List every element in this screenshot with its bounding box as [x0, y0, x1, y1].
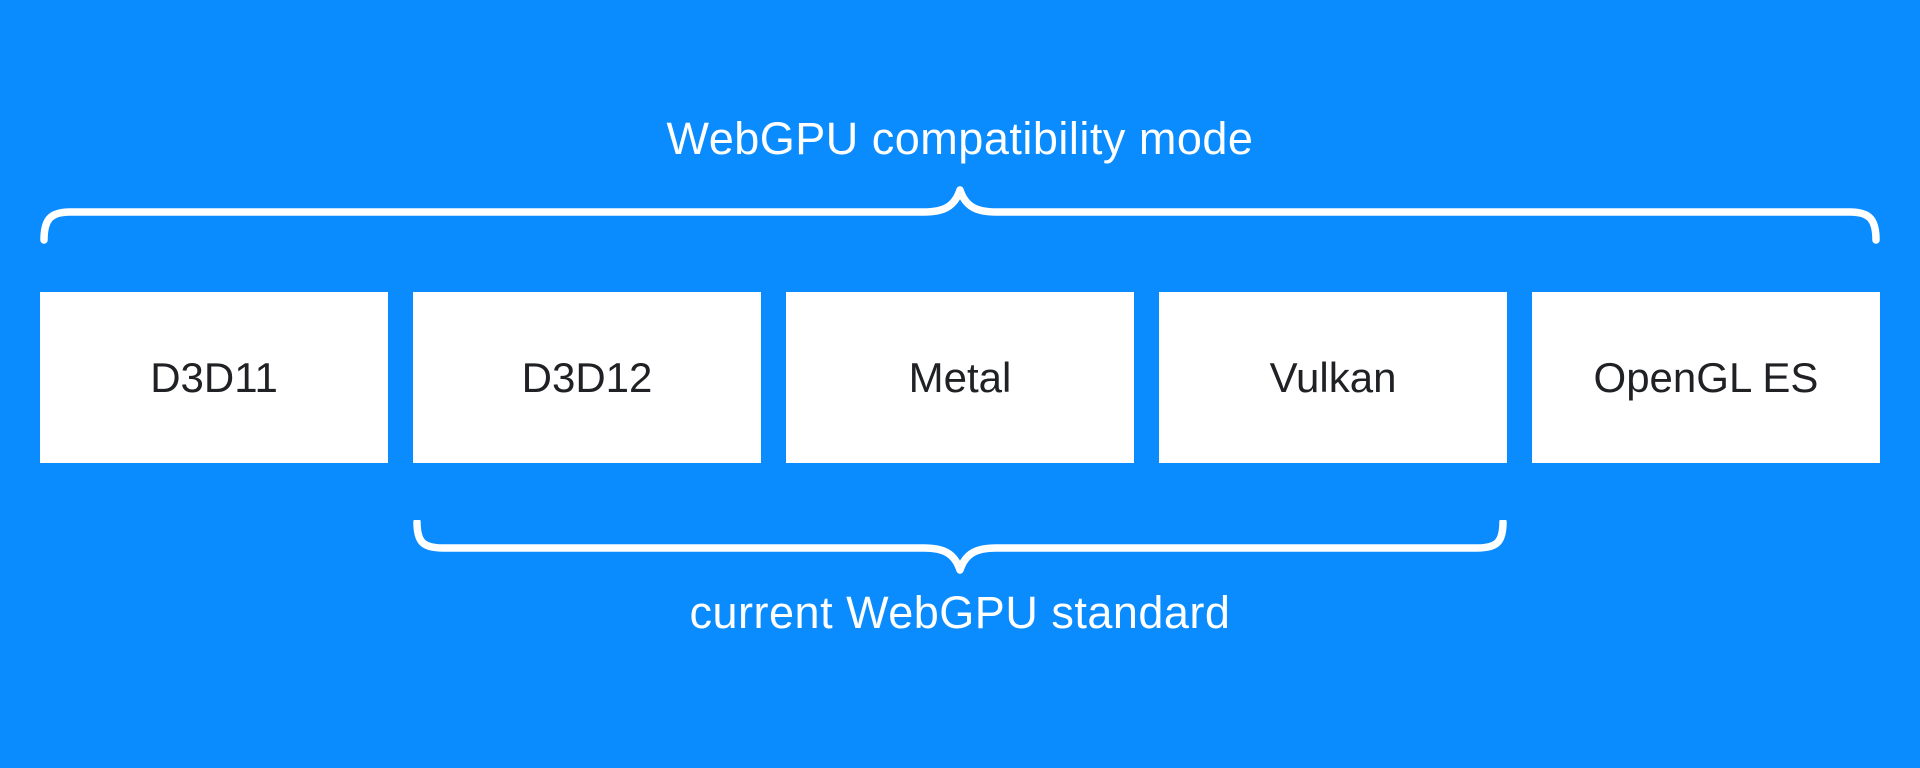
api-box-label: OpenGL ES: [1593, 353, 1819, 401]
api-box-vulkan: Vulkan: [1159, 292, 1507, 463]
bottom-brace: [413, 520, 1507, 574]
api-box-d3d12: D3D12: [413, 292, 761, 463]
api-box-metal: Metal: [786, 292, 1134, 463]
api-box-d3d11: D3D11: [40, 292, 388, 463]
api-box-label: D3D11: [150, 353, 278, 401]
api-box-opengl-es: OpenGL ES: [1532, 292, 1880, 463]
api-box-label: Vulkan: [1269, 353, 1397, 401]
api-box-label: D3D12: [521, 353, 653, 401]
api-box-label: Metal: [908, 353, 1012, 401]
api-boxes-row: D3D11 D3D12 Metal Vulkan OpenGL ES: [40, 292, 1880, 463]
current-standard-label: current WebGPU standard: [689, 587, 1231, 638]
compatibility-mode-label: WebGPU compatibility mode: [666, 113, 1254, 164]
top-brace: [40, 186, 1880, 244]
